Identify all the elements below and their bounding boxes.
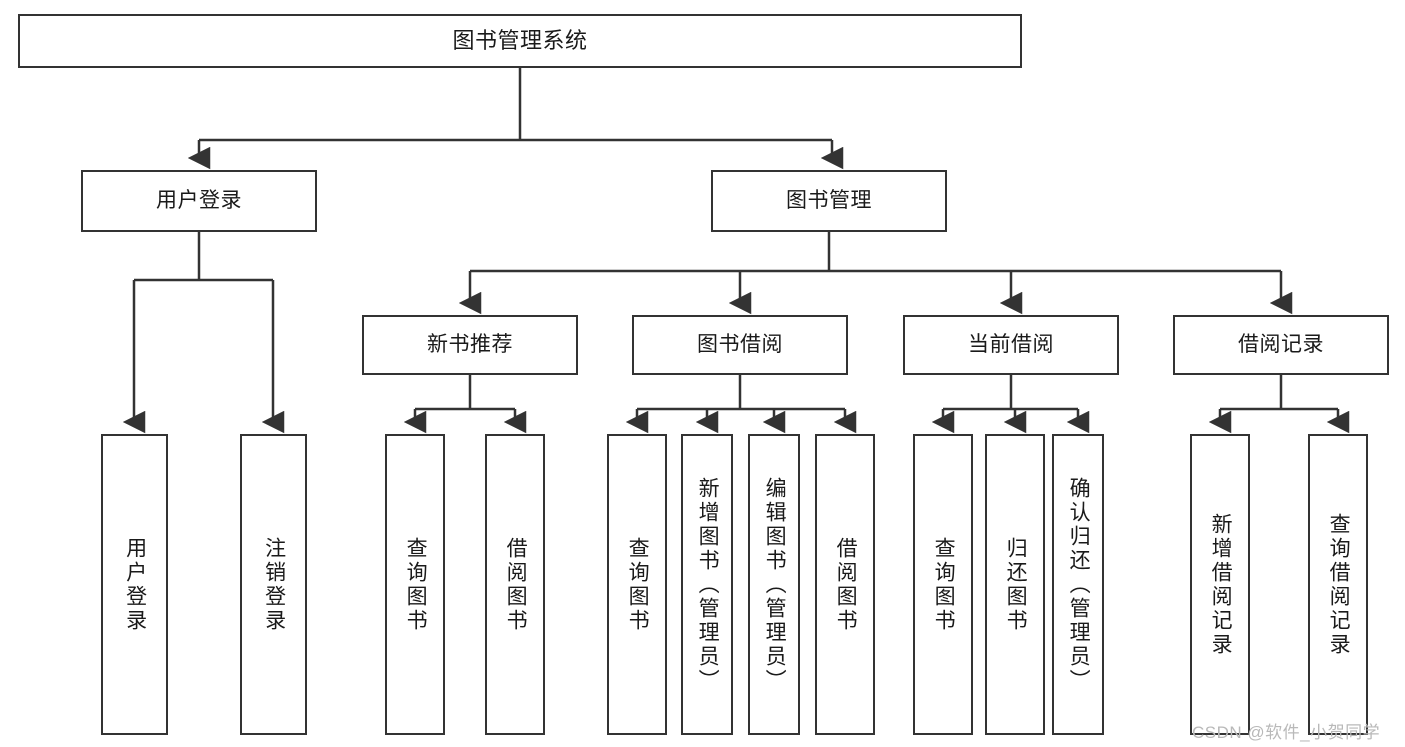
node-label: 借阅图书	[504, 536, 528, 633]
node-leaf-borrow-book-newbook[interactable]: 借阅图书	[485, 434, 545, 735]
node-label: 查询图书	[404, 536, 428, 633]
node-root-system[interactable]: 图书管理系统	[18, 14, 1022, 68]
node-label: 查询借阅记录	[1327, 512, 1351, 657]
node-leaf-query-book-newbook[interactable]: 查询图书	[385, 434, 445, 735]
node-leaf-return-book[interactable]: 归还图书	[985, 434, 1045, 735]
node-leaf-add-borrow-record[interactable]: 新增借阅记录	[1190, 434, 1250, 735]
node-label: 查询图书	[626, 536, 650, 633]
node-label: 新增借阅记录	[1209, 512, 1233, 657]
node-label: 图书管理系统	[452, 27, 588, 53]
node-label: 用户登录	[156, 189, 242, 213]
node-label: 新增图书（管理员）	[696, 476, 720, 693]
node-user-login[interactable]: 用户登录	[81, 170, 317, 232]
node-label: 借阅记录	[1238, 333, 1324, 357]
node-leaf-confirm-return-admin[interactable]: 确认归还（管理员）	[1052, 434, 1104, 735]
node-label: 查询图书	[932, 536, 956, 633]
node-label: 编辑图书（管理员）	[763, 476, 787, 693]
node-label: 用户登录	[123, 536, 147, 633]
node-label: 注销登录	[262, 536, 286, 633]
node-leaf-logout[interactable]: 注销登录	[240, 434, 307, 735]
node-book-management[interactable]: 图书管理	[711, 170, 947, 232]
node-current-borrow[interactable]: 当前借阅	[903, 315, 1119, 375]
node-leaf-query-borrow-record[interactable]: 查询借阅记录	[1308, 434, 1368, 735]
node-leaf-query-book-current[interactable]: 查询图书	[913, 434, 973, 735]
node-borrow-records[interactable]: 借阅记录	[1173, 315, 1389, 375]
node-leaf-borrow-book[interactable]: 借阅图书	[815, 434, 875, 735]
node-leaf-edit-book-admin[interactable]: 编辑图书（管理员）	[748, 434, 800, 735]
node-label: 确认归还（管理员）	[1067, 476, 1091, 693]
node-label: 借阅图书	[834, 536, 858, 633]
node-label: 图书借阅	[697, 333, 783, 357]
node-new-book-recommendation[interactable]: 新书推荐	[362, 315, 578, 375]
node-leaf-user-login[interactable]: 用户登录	[101, 434, 168, 735]
node-label: 归还图书	[1004, 536, 1028, 633]
node-label: 新书推荐	[427, 333, 513, 357]
csdn-watermark: CSDN @软件_小贺同学	[1192, 723, 1381, 742]
node-book-borrow[interactable]: 图书借阅	[632, 315, 848, 375]
node-leaf-query-book-borrow[interactable]: 查询图书	[607, 434, 667, 735]
node-leaf-add-book-admin[interactable]: 新增图书（管理员）	[681, 434, 733, 735]
node-label: 当前借阅	[968, 333, 1054, 357]
node-label: 图书管理	[786, 189, 872, 213]
